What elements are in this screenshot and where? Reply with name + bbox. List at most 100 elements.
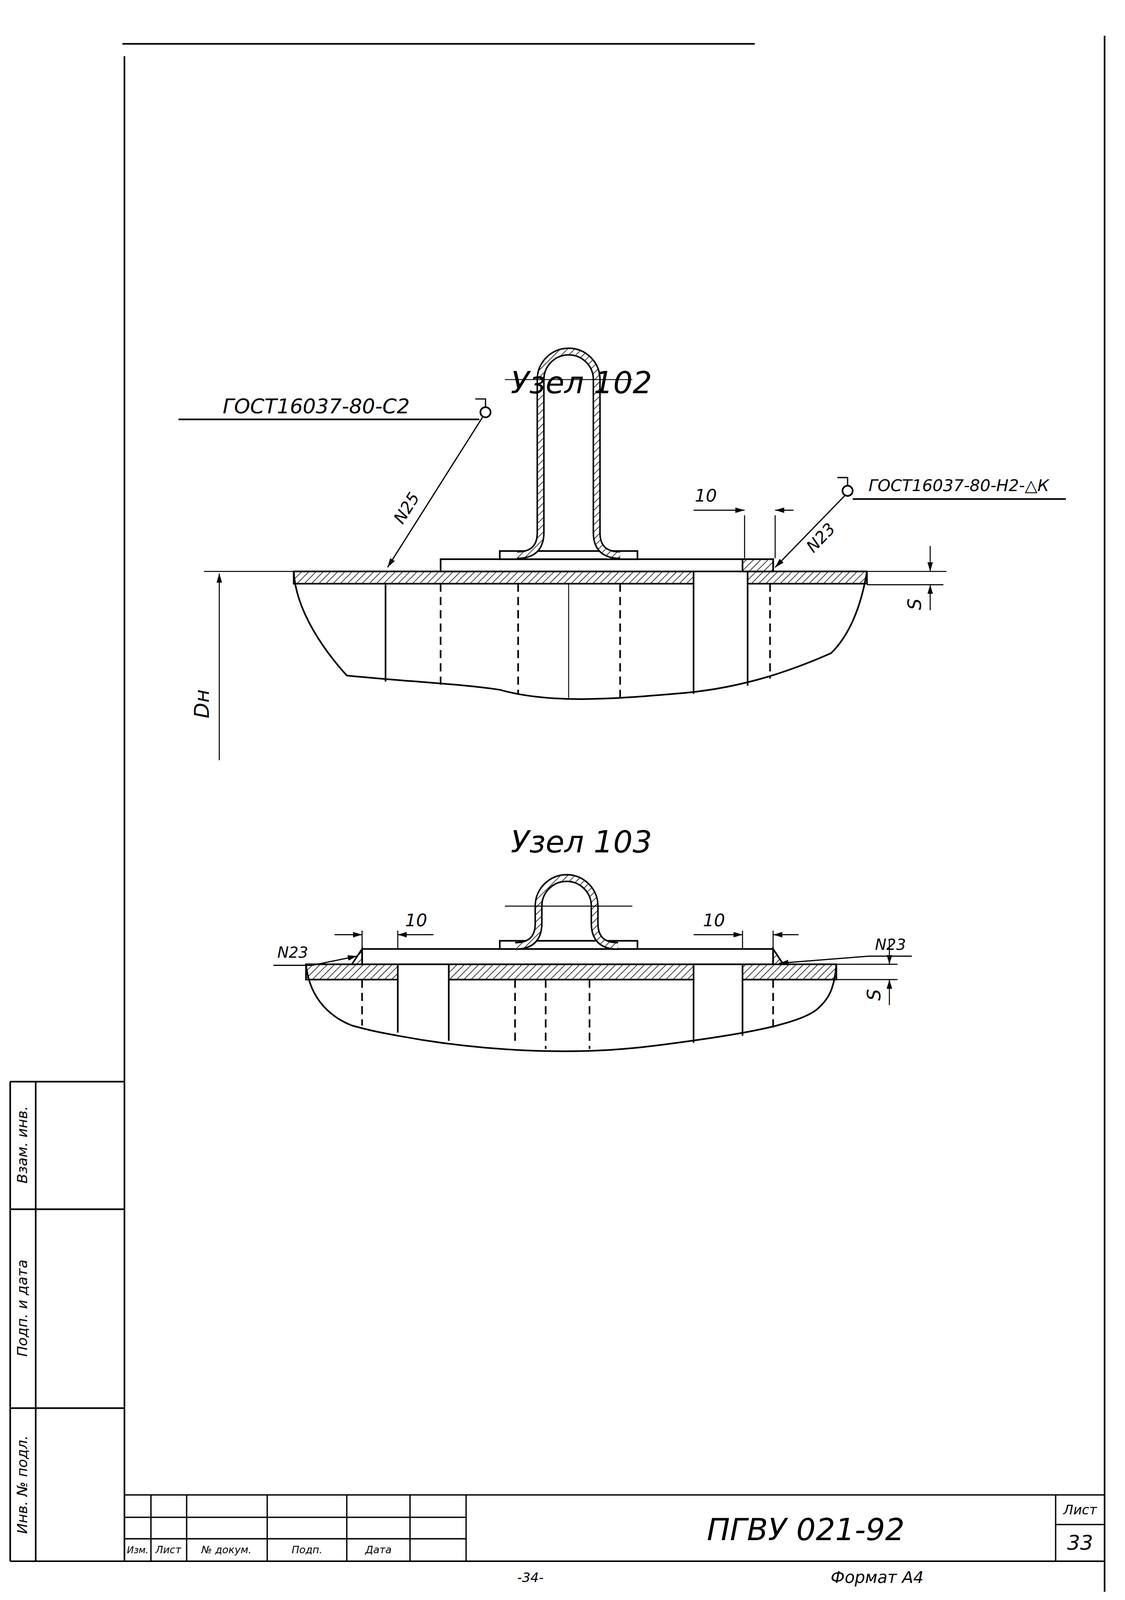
document-code: ПГВУ 021-92 — [706, 1514, 905, 1545]
node-103-drawing-part — [836, 979, 898, 980]
title-block-part — [186, 1494, 188, 1562]
node-103-drawing-part — [361, 930, 363, 949]
node-103-drawing-part — [773, 934, 799, 935]
title-block-field: Лист — [155, 1544, 182, 1555]
sheet-frame-part — [9, 1081, 11, 1562]
node-102-drawing-part — [204, 571, 294, 572]
node-102-drawing-part — [693, 509, 745, 511]
node-102-drawing-part — [387, 417, 483, 568]
node-103-drawing-part — [505, 905, 633, 907]
title-block-part — [1055, 1523, 1105, 1526]
sheet-format: Формат А4 — [830, 1569, 924, 1586]
node-103-drawing-part — [311, 955, 357, 966]
node-103-drawing — [273, 878, 912, 1052]
dimension-symbol: S — [905, 598, 925, 610]
node-103-drawing-part — [772, 930, 774, 949]
node-102-drawing-part — [774, 515, 776, 558]
sheet-frame-part — [123, 55, 126, 1562]
sheet-frame-part — [10, 1560, 1105, 1562]
node-103-drawing-part — [447, 979, 450, 1041]
node-title: Узел 103 — [510, 826, 653, 858]
node-103-drawing-part — [362, 948, 774, 965]
sheet-frame-part — [34, 1081, 37, 1562]
node-103-drawing-part — [273, 964, 313, 966]
node-102-drawing-part — [742, 559, 774, 572]
node-102-drawing-part — [480, 407, 491, 418]
node-102-drawing-part — [744, 515, 745, 558]
dimension-value: 10 — [694, 487, 717, 505]
title-block-field: Дата — [365, 1544, 392, 1555]
title-block-part — [124, 1537, 467, 1540]
node-103-drawing-part — [772, 979, 775, 1029]
node-102-drawing — [178, 351, 1067, 761]
node-102-drawing-part — [775, 495, 845, 568]
title-block-field: Изм. — [126, 1545, 149, 1555]
sheet-frame-part — [10, 1208, 125, 1211]
title-block-part — [124, 1494, 1105, 1496]
node-103-drawing-part — [514, 979, 516, 1046]
node-102-drawing-part — [517, 583, 520, 694]
title-block-part — [1055, 1494, 1057, 1562]
node-102-drawing-part — [837, 477, 848, 486]
sheet-number: 33 — [1067, 1532, 1094, 1554]
title-block — [124, 1494, 1105, 1562]
sheet-frame-part — [10, 1407, 125, 1409]
node-103-drawing-part — [544, 979, 547, 1049]
node-103-drawing-part — [334, 934, 363, 935]
node-103-drawing-part — [692, 979, 695, 1043]
weld-designation: ГОСТ16037-80-С2 — [222, 395, 410, 417]
node-102-drawing-part — [440, 559, 774, 572]
sheet-frame-part — [1103, 35, 1106, 1593]
node-102-drawing-part — [178, 418, 480, 421]
node-102-drawing-part — [769, 583, 772, 679]
sheet-frame-part — [122, 43, 755, 45]
sheet-frame-part — [10, 1080, 125, 1083]
sheet-label: Лист — [1063, 1503, 1098, 1517]
node-103-drawing-part — [779, 955, 869, 963]
node-103-drawing-part — [397, 979, 399, 1033]
node-103-drawing-part — [773, 948, 784, 965]
weld-number: N23 — [277, 945, 309, 961]
title-block-field: № докум. — [201, 1544, 252, 1555]
node-102-drawing-part — [293, 571, 694, 584]
title-block-part — [465, 1494, 467, 1562]
weld-designation: ГОСТ16037-80-Н2-△К — [868, 477, 1049, 494]
node-102-drawing-part — [929, 545, 931, 572]
node-102-drawing-part — [567, 583, 569, 699]
node-103-drawing-part — [448, 964, 694, 980]
title-block-part — [266, 1494, 268, 1562]
node-103-drawing-part — [397, 930, 399, 949]
stamp-field: Взам. инв. — [15, 1106, 30, 1184]
node-102-drawing-part — [384, 583, 387, 682]
node-103-drawing-part — [741, 979, 744, 1036]
title-block-part — [346, 1494, 348, 1562]
node-102-drawing-part — [842, 485, 853, 496]
node-103-drawing-part — [741, 930, 743, 949]
dimension-value: 10 — [405, 911, 427, 930]
node-102-drawing-part — [619, 583, 622, 699]
title-block-part — [124, 1516, 467, 1518]
node-103-drawing-part — [836, 963, 898, 965]
node-102-drawing-part — [852, 498, 1067, 500]
node-102-drawing-part — [866, 584, 944, 585]
node-102-drawing-part — [692, 583, 695, 694]
weld-number: N23 — [875, 937, 907, 953]
stamp-field: Подп. и дата — [15, 1259, 30, 1357]
node-103-drawing-part — [693, 934, 743, 935]
node-102-drawing-part — [439, 583, 442, 686]
node-103-drawing-part — [515, 878, 619, 946]
node-102-drawing-part — [929, 584, 931, 610]
weld-number: N25 — [390, 488, 424, 528]
node-103-drawing-part — [588, 979, 591, 1049]
stamp-field: Инв. № подл. — [15, 1435, 30, 1534]
sheet-frame — [10, 35, 1105, 1593]
page-number: -34- — [517, 1570, 544, 1584]
title-block-field: Подп. — [291, 1544, 323, 1555]
dimension-symbol: Dн — [191, 689, 213, 719]
node-102-drawing-part — [293, 571, 867, 700]
node-103-drawing-part — [868, 955, 912, 957]
node-103-drawing-part — [305, 964, 837, 1052]
node-103-drawing-part — [305, 964, 398, 980]
title-block-part — [150, 1494, 152, 1562]
